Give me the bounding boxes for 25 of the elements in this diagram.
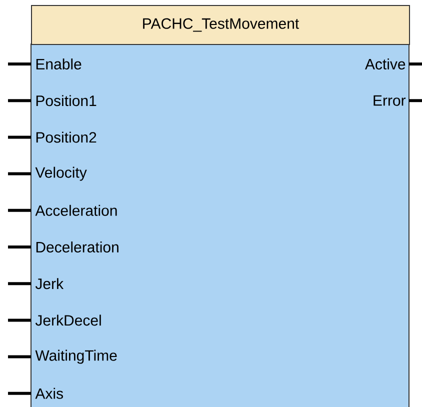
input-pin-label: Position2 <box>36 132 96 143</box>
input-pin-label: Velocity <box>35 166 87 181</box>
pin-line <box>409 99 422 102</box>
output-pin-label: Active <box>365 58 406 70</box>
pin-line <box>8 136 31 139</box>
input-pin-label: Enable <box>36 58 82 70</box>
pin-line <box>8 318 31 322</box>
input-pin-label: Acceleration <box>35 204 117 216</box>
input-pin-label: WaitingTime <box>35 350 117 364</box>
pin-line <box>8 208 31 212</box>
input-pin-label: Position1 <box>36 95 96 106</box>
input-pin-label: Axis <box>35 388 63 399</box>
input-pin-label: Deceleration <box>36 242 118 252</box>
pin-line <box>8 172 31 176</box>
pin-line <box>8 282 31 286</box>
input-pin-label: Jerk <box>35 278 64 290</box>
output-pin-label: Error <box>374 95 406 106</box>
pin-line <box>8 99 31 102</box>
pin-line <box>8 355 31 358</box>
pin-line <box>8 392 31 395</box>
pin-line <box>409 62 422 66</box>
input-pin-label: JerkDecel <box>35 314 101 326</box>
pin-line <box>8 62 31 66</box>
pin-line <box>8 246 31 248</box>
node-label: PACHC_TestMovement <box>143 18 300 32</box>
